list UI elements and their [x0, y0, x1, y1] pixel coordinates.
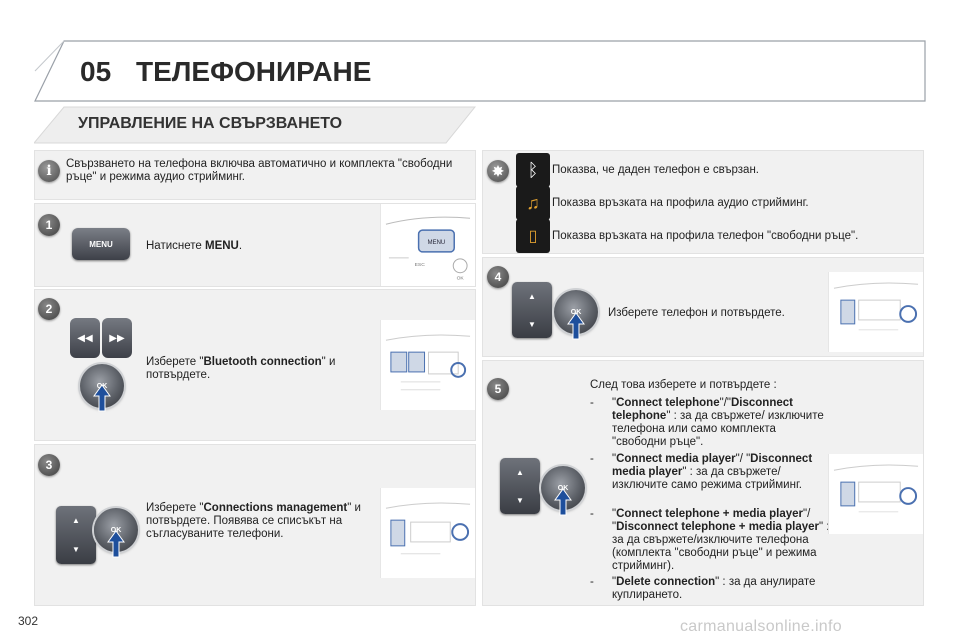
option-delete-connection: - "Delete connection" : за да анулирате …	[590, 576, 816, 601]
step-4-thumbnail	[828, 272, 923, 352]
step-4-text: Изберете телефон и потвърдете.	[608, 307, 785, 319]
console-ok-illustration	[385, 502, 471, 555]
down-arrow-icon: ▼	[72, 545, 80, 554]
up-down-pad-step-5[interactable]: ▲▼	[500, 458, 540, 514]
step-5-thumbnail	[828, 454, 923, 534]
info-panel	[34, 150, 476, 200]
up-arrow-icon: ▲	[72, 516, 80, 525]
console-menu-illustration: MENU ESC OK	[385, 216, 471, 282]
legend-bluetooth-text: Показва, че даден телефон е свързан.	[552, 164, 759, 176]
step-2-badge: 2	[38, 298, 60, 320]
up-down-pad-step-3[interactable]: ▲▼	[56, 506, 96, 564]
push-arrow-icon	[93, 384, 111, 412]
down-arrow-icon: ▼	[516, 495, 524, 505]
watermark: carmanualsonline.info	[680, 618, 842, 635]
menu-button[interactable]: MENU	[72, 228, 130, 260]
step-5-badge: 5	[487, 378, 509, 400]
page-number: 302	[18, 614, 39, 628]
step-1-thumbnail: MENU ESC OK	[380, 204, 475, 286]
gear-icon: ✸	[487, 160, 509, 182]
step-3-thumbnail	[380, 488, 475, 578]
seek-forward-button[interactable]: ▶▶	[102, 318, 132, 358]
section-title: УПРАВЛЕНИЕ НА СВЪРЗВАНЕТО	[78, 115, 343, 132]
rewind-icon: ◀◀	[77, 332, 93, 344]
header-frame	[34, 40, 926, 102]
info-text: Свързването на телефона включва автомати…	[66, 158, 453, 183]
push-arrow-icon	[567, 312, 585, 340]
step-5-intro: След това изберете и потвърдете :	[590, 379, 777, 391]
legend-phone-text: Показва връзката на профила телефон "сво…	[552, 230, 859, 242]
info-icon: i	[38, 160, 60, 182]
down-arrow-icon: ▼	[528, 319, 536, 329]
console-seek-illustration	[385, 334, 471, 391]
thumb-menu-label: MENU	[428, 240, 445, 246]
option-connect-telephone: - "Connect telephone"/"Disconnect teleph…	[590, 397, 824, 448]
phone-icon: ▯	[516, 219, 550, 253]
chapter-number: 05	[80, 56, 112, 87]
option-connect-media-player: - "Connect media player"/ "Disconnect me…	[590, 453, 813, 491]
step-3-text: Изберете "Connections management" и потв…	[146, 502, 361, 540]
console-confirm-illustration	[833, 464, 919, 513]
fast-forward-icon: ▶▶	[109, 332, 125, 344]
up-arrow-icon: ▲	[516, 467, 524, 477]
thumb-esc-label: ESC	[415, 262, 426, 268]
seek-back-button[interactable]: ◀◀	[70, 318, 100, 358]
bluetooth-icon: ᛒ	[516, 153, 550, 187]
step-3-badge: 3	[38, 454, 60, 476]
push-arrow-icon	[107, 530, 125, 558]
step-2-thumbnail	[380, 320, 475, 410]
up-arrow-icon: ▲	[528, 291, 536, 301]
push-arrow-icon	[554, 488, 572, 516]
step-1-text: Натиснете MENU.	[146, 240, 243, 252]
music-note-icon: ♫	[516, 186, 550, 220]
thumb-ok-label: OK	[457, 276, 465, 282]
console-select-illustration	[833, 282, 919, 331]
legend-music-text: Показва връзката на профила аудио стрийм…	[552, 197, 809, 209]
step-1-badge: 1	[38, 214, 60, 236]
section-bar	[34, 106, 476, 144]
step-4-badge: 4	[487, 266, 509, 288]
option-connect-telephone-media-player: - "Connect telephone + media player"/ "D…	[590, 508, 830, 572]
chapter-title: ТЕЛЕФОНИРАНЕ	[136, 56, 372, 87]
legend-panel	[482, 150, 924, 254]
up-down-pad-step-4[interactable]: ▲▼	[512, 282, 552, 338]
step-2-text: Изберете "Bluetooth connection" и потвър…	[146, 356, 336, 381]
